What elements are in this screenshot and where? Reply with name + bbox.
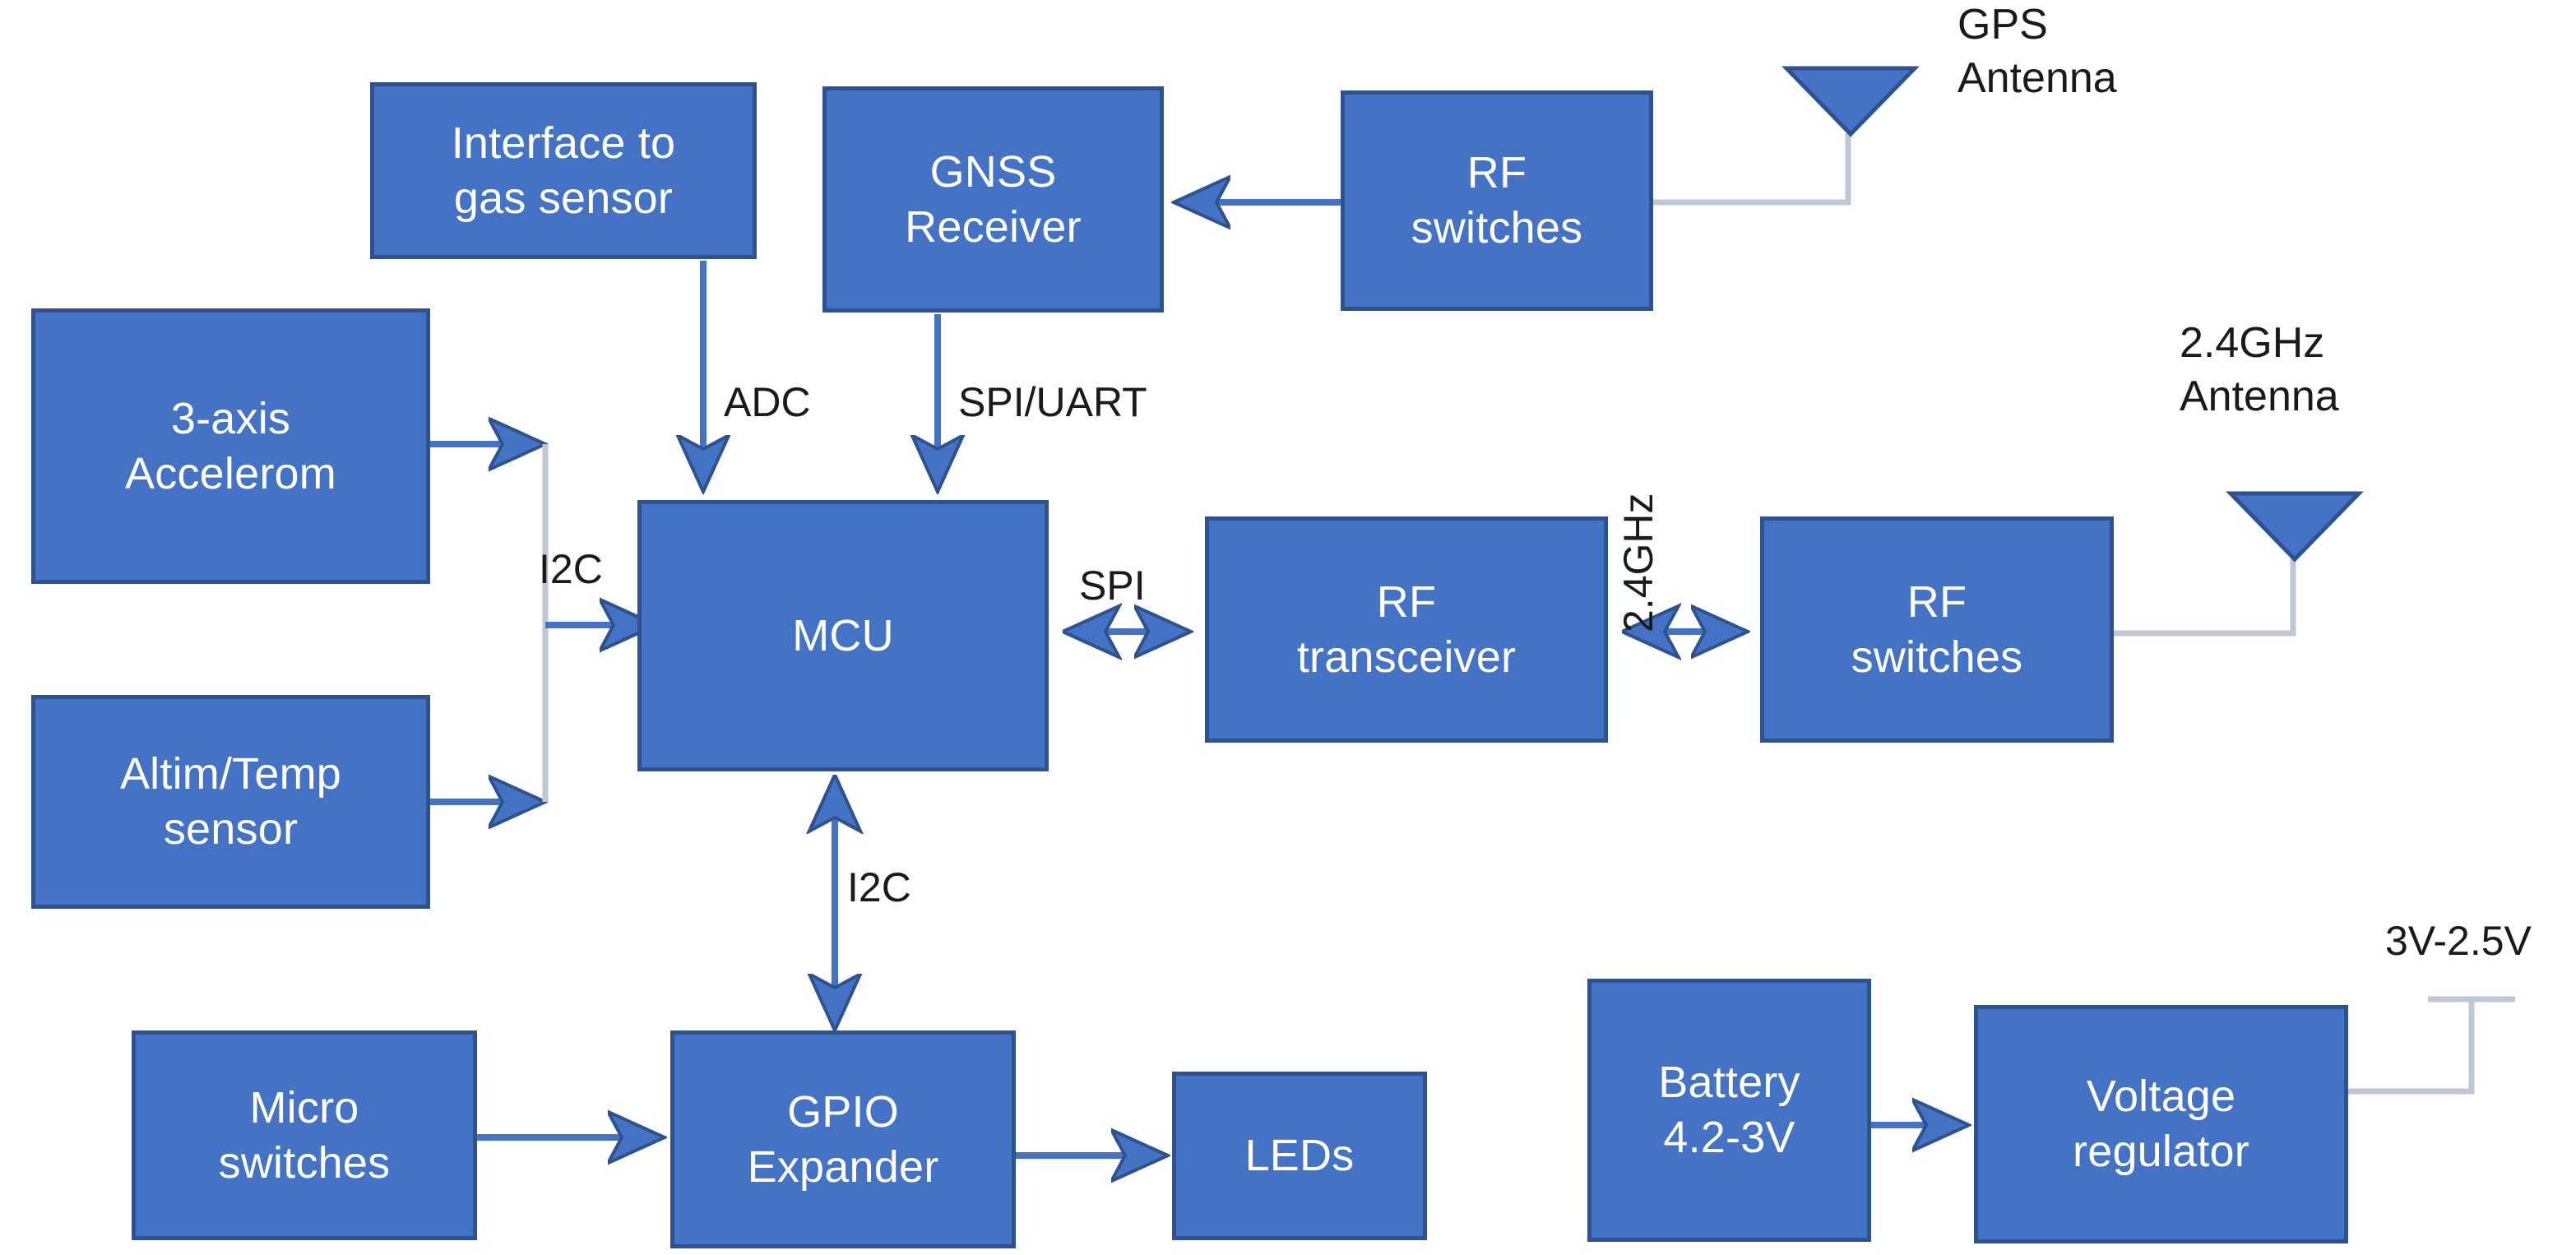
block-label-line2: Receiver [905, 201, 1082, 252]
gps-antenna-label: GPS Antenna [1957, 0, 2117, 105]
block-rf-switches-gps[interactable]: RF switches [1341, 90, 1653, 311]
block-label-line2: switches [1851, 632, 2023, 682]
block-altimeter-temp-sensor[interactable]: Altim/Temp sensor [31, 695, 430, 909]
block-micro-switches[interactable]: Micro switches [132, 1030, 477, 1240]
block-label-line1: LEDs [1244, 1131, 1355, 1181]
24ghz-antenna-label-line2: Antenna [2180, 373, 2339, 420]
block-label-line2: 4.2-3V [1663, 1113, 1795, 1162]
block-label-line1: MCU [792, 610, 894, 660]
24ghz-antenna-label-line1: 2.4GHz [2180, 319, 2325, 367]
block-label-line1: Interface to [451, 118, 676, 168]
block-label-line2: Expander [747, 1142, 939, 1192]
connector-label-rail-voltage: 3V-2.5V [2385, 918, 2532, 964]
wire-gps-antenna [1653, 133, 1851, 206]
block-label-line2: regulator [2073, 1127, 2249, 1176]
block-mcu[interactable]: MCU [637, 500, 1049, 771]
block-battery[interactable]: Battery 4.2-3V [1587, 979, 1871, 1242]
block-gpio-expander[interactable]: GPIO Expander [670, 1030, 1016, 1248]
connector-label-i2c-sensors: I2C [539, 546, 603, 592]
connector-label-spi-uart: SPI/UART [958, 379, 1147, 425]
block-rf-transceiver[interactable]: RF transceiver [1205, 516, 1608, 743]
block-rf-switches-24ghz[interactable]: RF switches [1760, 516, 2114, 743]
gps-antenna-icon [1781, 66, 1920, 137]
block-gas-sensor-interface[interactable]: Interface to gas sensor [370, 82, 757, 259]
block-leds[interactable]: LEDs [1172, 1072, 1427, 1240]
block-label-line2: gas sensor [453, 173, 674, 223]
block-label-line1: GNSS [929, 146, 1057, 197]
block-label-line1: RF [1376, 577, 1437, 627]
block-label-line1: Altim/Temp [119, 749, 342, 799]
block-label-line2: sensor [163, 804, 299, 854]
block-label-line1: Voltage [2086, 1072, 2236, 1122]
24ghz-antenna-icon [2226, 491, 2364, 563]
block-3axis-accelerometer[interactable]: 3-axis Accelerom [31, 308, 430, 584]
block-label-line1: 3-axis [170, 393, 291, 443]
block-label-line2: switches [1411, 203, 1583, 252]
block-label-line1: Micro [249, 1082, 359, 1132]
block-label-line1: GPIO [787, 1086, 899, 1137]
24ghz-antenna-label: 2.4GHz Antenna [2180, 317, 2339, 424]
block-label-line2: Accelerom [125, 448, 336, 498]
gps-antenna-label-line1: GPS [1957, 1, 2048, 49]
connector-label-24ghz: 2.4GHz [1615, 493, 1661, 632]
block-gnss-receiver[interactable]: GNSS Receiver [822, 86, 1164, 313]
block-voltage-regulator[interactable]: Voltage regulator [1974, 1005, 2348, 1243]
block-label-line2: transceiver [1296, 632, 1517, 682]
connector-label-i2c-gpio: I2C [847, 864, 911, 910]
gps-antenna-label-line2: Antenna [1957, 54, 2117, 102]
connector-label-adc: ADC [724, 379, 811, 425]
block-label-line1: Battery [1658, 1058, 1800, 1108]
block-label-line1: RF [1466, 148, 1527, 198]
wire-24ghz-antenna [2114, 558, 2296, 637]
connector-label-spi: SPI [1079, 563, 1146, 609]
wire-power-rail [2348, 996, 2515, 1095]
block-label-line2: switches [218, 1137, 391, 1188]
block-label-line1: RF [1907, 577, 1967, 627]
